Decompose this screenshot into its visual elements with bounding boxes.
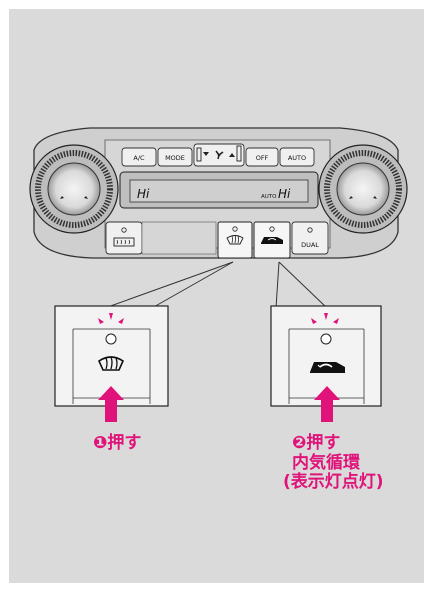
step-1-text: 押す	[107, 433, 142, 453]
led-indicator-icon	[307, 227, 313, 233]
led-glow-icon	[311, 313, 339, 324]
led-indicator-icon	[320, 333, 332, 345]
mode-button-label: MODE	[165, 154, 185, 162]
step-1-label: ❶押す	[93, 434, 141, 452]
front-defrost-button-panel[interactable]	[217, 221, 253, 259]
temperature-display: Hi AUTO Hi	[119, 171, 319, 209]
illustration-background	[9, 9, 424, 583]
recirculation-icon	[310, 362, 345, 373]
left-temperature-readout: Hi	[137, 187, 150, 201]
fan-icon	[215, 150, 224, 160]
step-2-marker: ❷	[292, 433, 307, 453]
auto-button[interactable]: AUTO	[279, 147, 315, 167]
front-defrost-icon	[97, 356, 125, 371]
led-indicator-icon	[105, 333, 117, 345]
ac-button[interactable]: A/C	[121, 147, 157, 167]
dual-button-label: DUAL	[301, 241, 319, 249]
off-button-label: OFF	[256, 154, 269, 162]
ac-button-label: A/C	[133, 154, 145, 162]
off-button[interactable]: OFF	[245, 147, 279, 167]
rear-defrost-icon	[113, 237, 135, 247]
recirculation-button-panel[interactable]	[253, 221, 291, 259]
rear-defrost-button[interactable]	[105, 221, 143, 255]
led-indicator-icon	[121, 227, 127, 233]
led-indicator-icon	[269, 226, 275, 232]
front-defrost-icon	[226, 234, 244, 245]
recirculation-icon	[261, 237, 283, 244]
step-2-detail: 内気循環	[292, 453, 360, 473]
left-temperature-knob[interactable]	[29, 144, 119, 234]
dual-button[interactable]: DUAL	[291, 221, 329, 255]
right-temperature-readout: Hi	[278, 187, 291, 201]
press-arrow-icon	[314, 386, 340, 422]
step-2-indicator-note: (表示灯点灯)	[283, 472, 384, 492]
auto-indicator: AUTO	[261, 194, 277, 200]
callout-lines	[104, 261, 328, 309]
step-1-marker: ❶	[93, 433, 108, 453]
led-glow-icon	[98, 313, 124, 324]
mode-button[interactable]: MODE	[157, 147, 193, 167]
led-indicator-icon	[232, 226, 238, 232]
fan-speed-button[interactable]	[193, 143, 245, 167]
press-arrow-icon	[98, 386, 124, 422]
auto-button-label: AUTO	[288, 154, 306, 162]
step-2-label: ❷押す	[292, 434, 340, 452]
step-2-text: 押す	[306, 433, 341, 453]
right-temperature-knob[interactable]	[318, 144, 408, 234]
